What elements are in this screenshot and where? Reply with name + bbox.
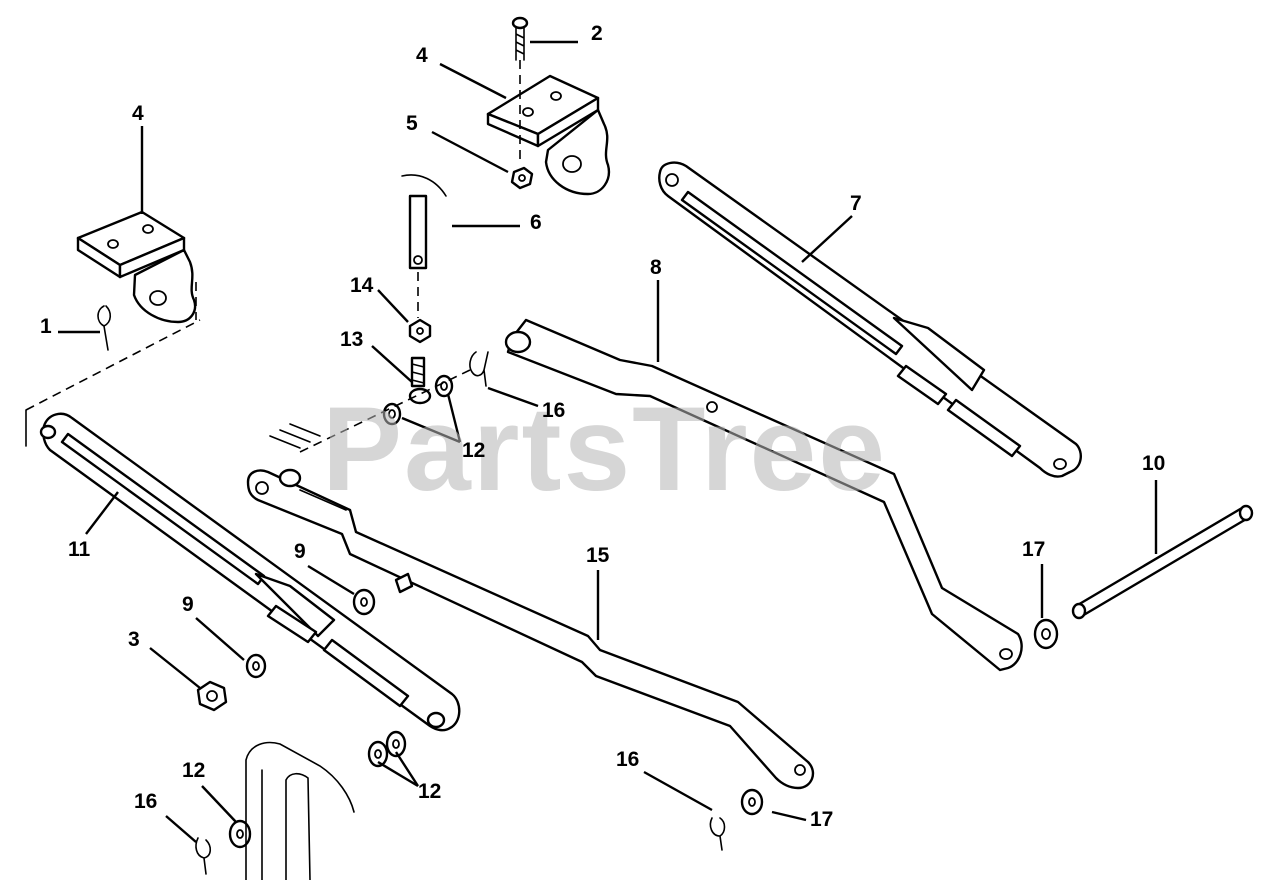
callout-9b: 9	[182, 593, 194, 616]
hairpin-clip-bottom-left[interactable]	[195, 837, 212, 875]
cross-rod[interactable]	[1071, 504, 1254, 620]
lift-arm-11[interactable]	[39, 412, 461, 732]
callout-12b: 12	[418, 780, 441, 803]
hairpin-clip-1[interactable]	[97, 305, 112, 351]
watermark: PartsTree	[322, 382, 887, 516]
hanger-bracket-top[interactable]	[486, 74, 611, 196]
callout-3: 3	[128, 628, 140, 651]
callout-17a: 17	[1022, 538, 1045, 561]
callout-8: 8	[650, 256, 662, 279]
callout-6: 6	[530, 211, 542, 234]
callout-4b: 4	[416, 44, 428, 67]
nut-small[interactable]	[510, 166, 534, 190]
washer-pair-lower[interactable]	[367, 730, 407, 768]
callout-14: 14	[350, 274, 374, 297]
callout-5: 5	[406, 112, 418, 135]
screw[interactable]	[511, 16, 529, 160]
callout-12a: 12	[462, 439, 485, 462]
callout-7: 7	[850, 192, 862, 215]
lift-link[interactable]	[401, 174, 447, 318]
callout-16c: 16	[134, 790, 157, 813]
washer-17-bottom[interactable]	[740, 788, 764, 816]
nut-14[interactable]	[408, 318, 432, 344]
callout-11: 11	[68, 538, 91, 561]
callout-1: 1	[40, 315, 52, 338]
callout-12c: 12	[182, 759, 205, 782]
hanger-bracket-left[interactable]	[76, 210, 197, 324]
callout-16a: 16	[542, 399, 565, 422]
callout-17b: 17	[810, 808, 833, 831]
stud[interactable]	[408, 356, 432, 405]
mount-outline	[245, 741, 355, 880]
lift-bar-15[interactable]	[246, 468, 815, 790]
callout-16b: 16	[616, 748, 639, 771]
washer-9-lower[interactable]	[245, 653, 267, 679]
lift-bar-8[interactable]	[504, 318, 1023, 672]
leader-lines	[58, 40, 1158, 843]
callout-2: 2	[591, 22, 603, 45]
hex-nut-3[interactable]	[196, 680, 228, 712]
washer-9-upper[interactable]	[352, 588, 376, 616]
callout-9a: 9	[294, 540, 306, 563]
washer-12-bottom[interactable]	[228, 819, 252, 849]
callout-15: 15	[586, 544, 610, 567]
callout-4a: 4	[132, 102, 144, 125]
hairpin-clip-bottom-right[interactable]	[709, 817, 726, 851]
callout-10: 10	[1142, 452, 1165, 475]
callout-13: 13	[340, 328, 363, 351]
lift-arm-7[interactable]	[658, 161, 1082, 478]
hairpin-clip-upper[interactable]	[469, 351, 489, 387]
washer-17-right[interactable]	[1033, 618, 1059, 650]
